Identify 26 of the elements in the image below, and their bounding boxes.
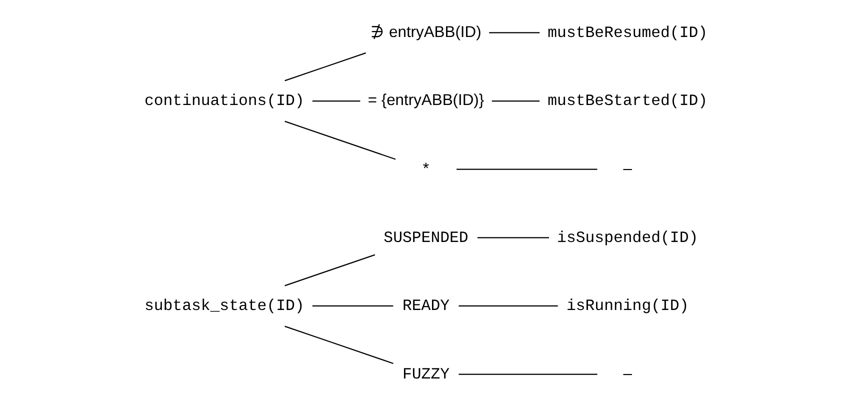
connector [456, 168, 597, 170]
connector [491, 100, 540, 102]
connector [312, 305, 393, 307]
connector [476, 237, 548, 238]
connector [312, 100, 360, 102]
node-text: ∌ entryABB(ID) [370, 24, 481, 41]
connector [284, 52, 366, 82]
node-text: FUZZY [402, 365, 450, 384]
node-text: READY [402, 297, 450, 316]
connector [284, 326, 393, 364]
node-text: – [622, 365, 632, 382]
node-text: mustBeResumed(ID) [547, 24, 708, 42]
connector [488, 32, 540, 34]
node-text: mustBeStarted(ID) [547, 92, 708, 110]
node-text: continuations(ID) [144, 92, 304, 110]
connector [458, 374, 597, 375]
node-text: * [422, 160, 429, 178]
node-text: – [622, 160, 632, 178]
connector [458, 305, 558, 307]
connector [284, 120, 396, 160]
node-text: = {entryABB(ID)} [367, 92, 484, 110]
connector [284, 254, 375, 286]
node-text: SUSPENDED [383, 228, 468, 247]
node-text: subtask_state(ID) [144, 297, 304, 316]
node-text: isSuspended(ID) [556, 228, 698, 247]
node-text: isRunning(ID) [566, 297, 688, 316]
